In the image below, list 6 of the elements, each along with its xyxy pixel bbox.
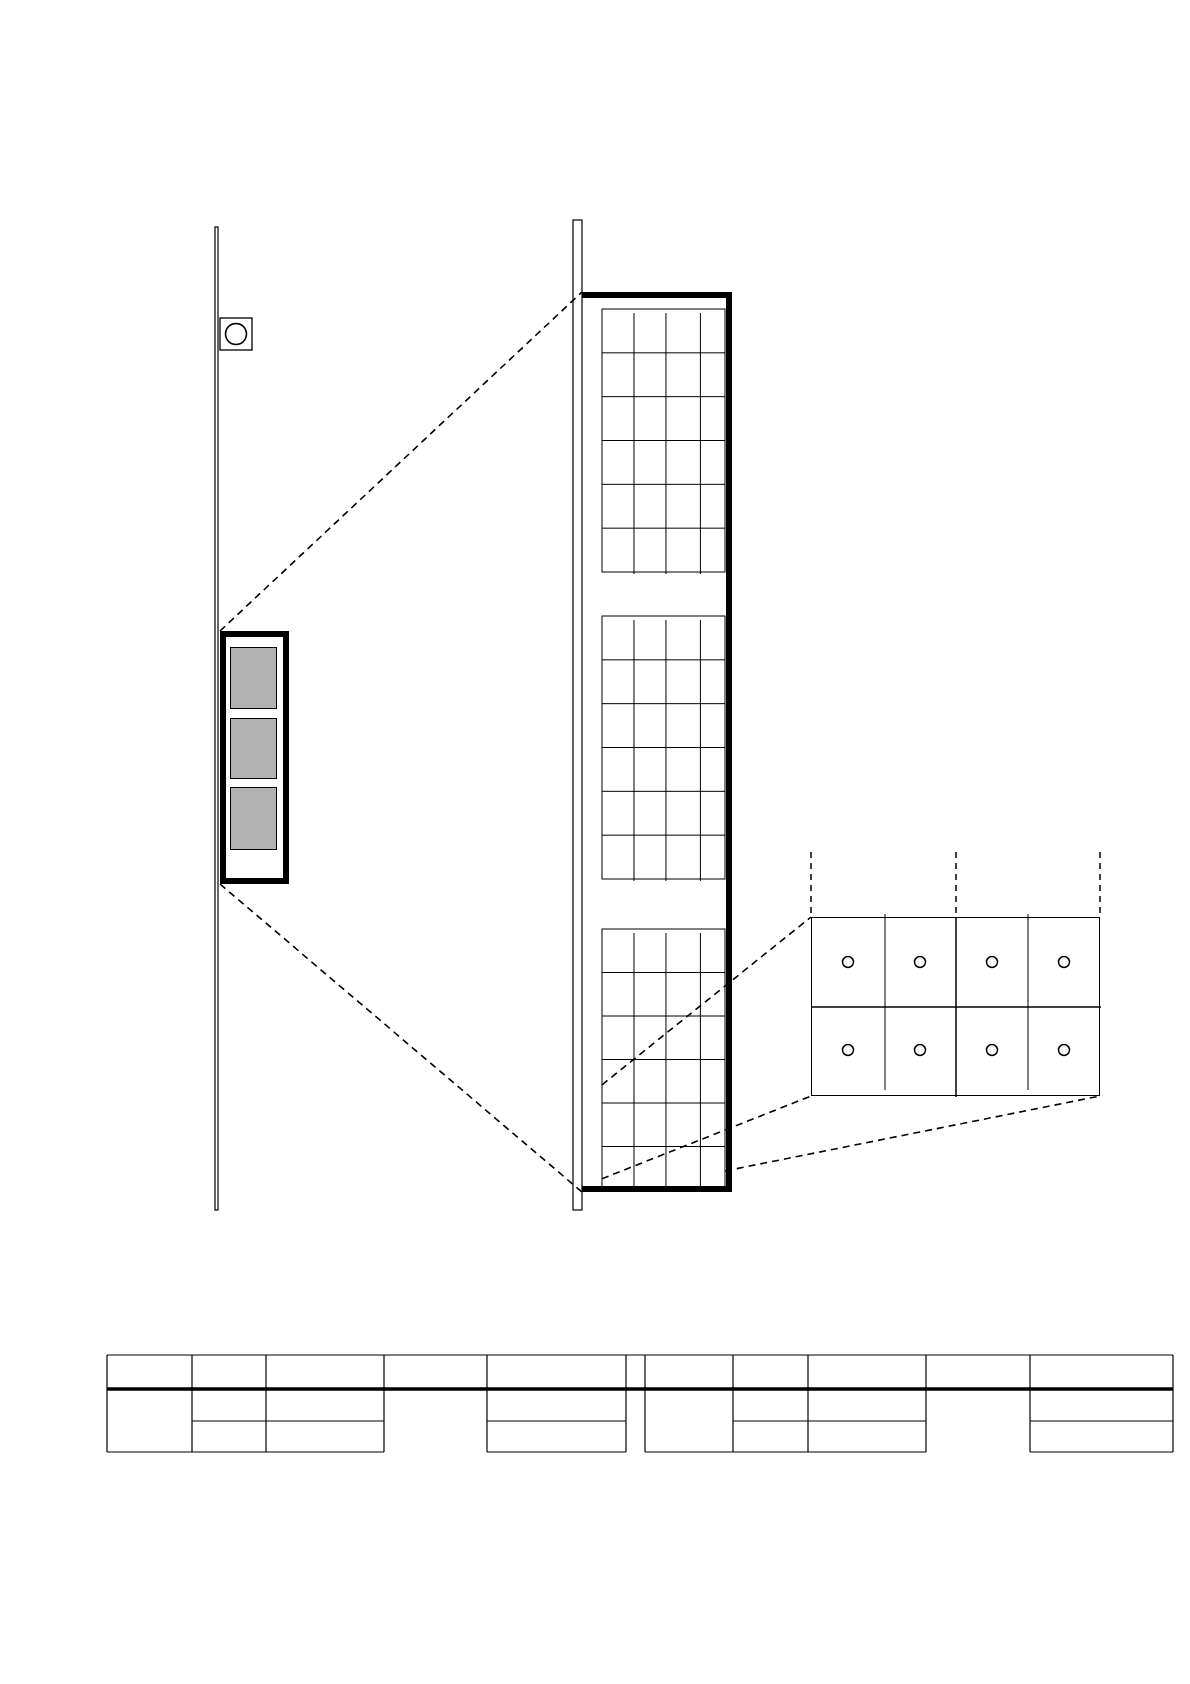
projection-line [601, 1095, 812, 1180]
projection-line [219, 291, 583, 632]
projection-line [219, 883, 583, 1193]
detail-view [811, 917, 1100, 1096]
cabinet-box [220, 631, 289, 884]
enlarged-panel [582, 292, 732, 1192]
